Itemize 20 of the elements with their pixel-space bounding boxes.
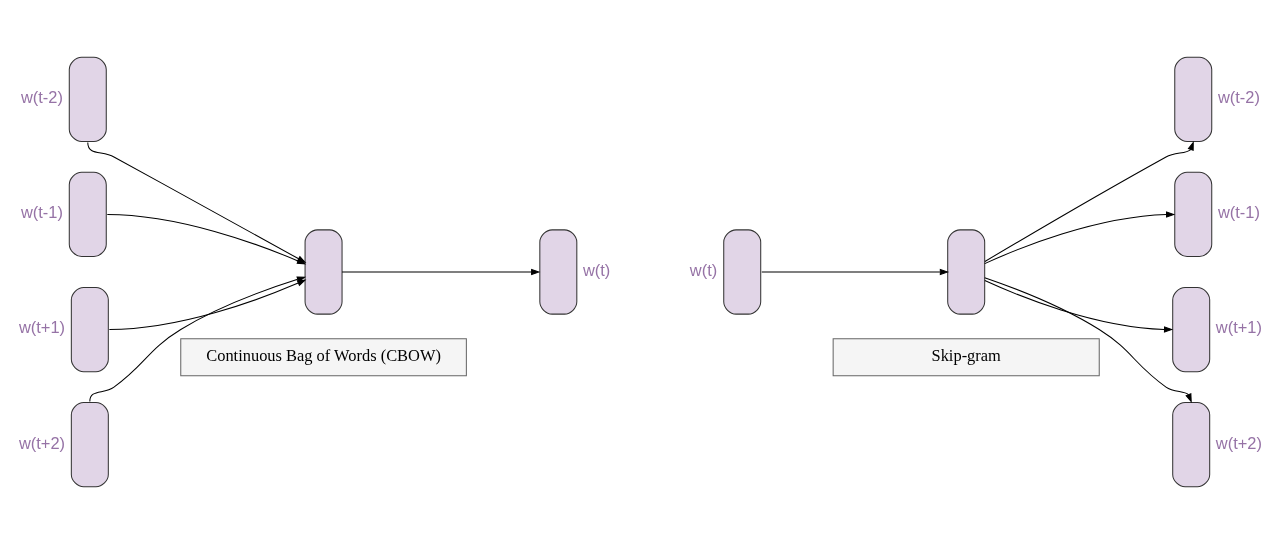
node-label: w(t-2) [1217,88,1260,107]
node-box: Skip-gram [832,338,1100,377]
arrow [89,276,307,402]
arrow [341,268,541,276]
arrow [984,277,1192,403]
arrow [984,211,1176,265]
node-label: w(t+1) [1215,318,1262,337]
arrow [108,279,307,331]
arrow [984,279,1174,333]
node-label: w(t) [582,260,611,279]
node-label: w(t+2) [18,433,66,452]
arrow [761,268,950,276]
node-label: w(t-1) [20,203,63,222]
node-label: w(t-2) [20,88,63,107]
node-label: w(t+2) [1215,433,1262,452]
node-box: Continuous Bag of Words (CBOW) [180,338,467,377]
arrow [984,141,1194,262]
node-label: w(t+1) [18,318,66,337]
node-label: w(t) [689,260,718,279]
node-label: w(t-1) [1217,203,1260,222]
